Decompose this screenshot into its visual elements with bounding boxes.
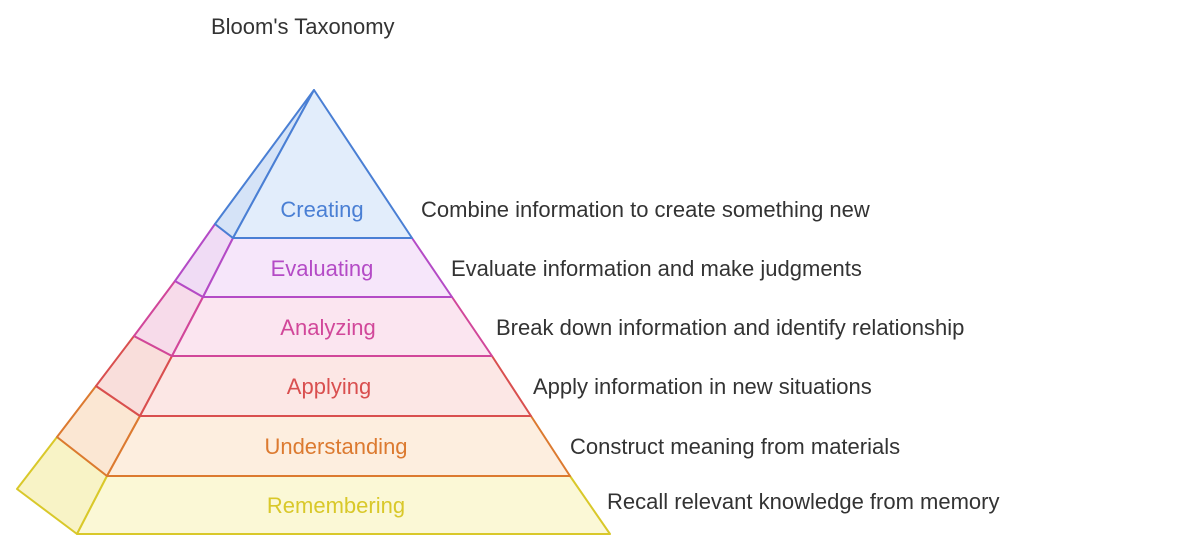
- layer-description-applying: Apply information in new situations: [533, 374, 872, 399]
- layer-label-understanding: Understanding: [264, 434, 408, 459]
- layer-label-remembering: Remembering: [266, 493, 406, 518]
- layer-label-evaluating: Evaluating: [270, 256, 374, 281]
- layer-label-analyzing: Analyzing: [280, 315, 376, 340]
- layer-description-evaluating: Evaluate information and make judgments: [451, 256, 862, 281]
- layer-description-remembering: Recall relevant knowledge from memory: [607, 489, 1000, 514]
- diagram-title: Bloom's Taxonomy: [211, 14, 395, 39]
- layer-description-analyzing: Break down information and identify rela…: [496, 315, 965, 340]
- layer-description-creating: Combine information to create something …: [421, 197, 870, 222]
- layer-label-applying: Applying: [286, 374, 372, 399]
- layer-description-understanding: Construct meaning from materials: [570, 434, 901, 459]
- layer-label-creating: Creating: [280, 197, 364, 222]
- layer-front-creating: [232, 89, 413, 239]
